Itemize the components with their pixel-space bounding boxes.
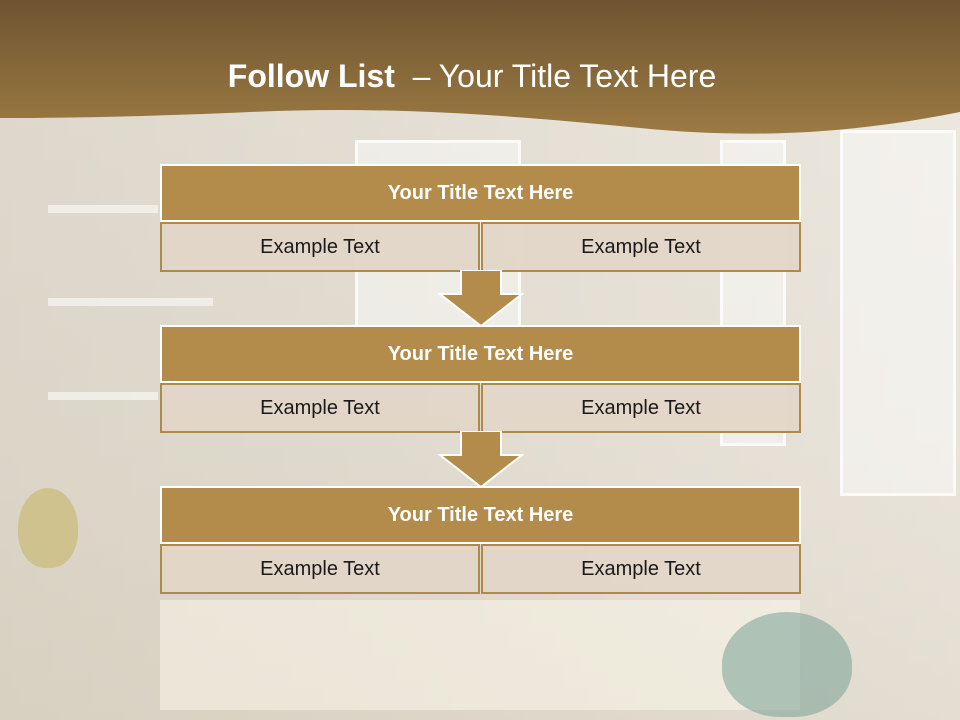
flow-block-title: Your Title Text Here: [160, 325, 801, 383]
slide-title-rest: – Your Title Text Here: [394, 58, 717, 94]
flow-block-cell-left: Example Text: [160, 383, 480, 433]
flow-block-cell-right: Example Text: [481, 383, 801, 433]
flow-block-1: Your Title Text Here Example Text Exampl…: [160, 164, 801, 272]
flow-block-cell-right: Example Text: [481, 222, 801, 272]
window-right: [840, 130, 956, 496]
down-arrow-icon: [438, 270, 524, 328]
slide-title-bold: Follow List: [227, 58, 395, 94]
wall-shelf-middle: [48, 298, 213, 306]
flow-block-2: Your Title Text Here Example Text Exampl…: [160, 325, 801, 433]
flow-block-3: Your Title Text Here Example Text Exampl…: [160, 486, 801, 594]
yellow-vase: [18, 488, 78, 568]
floor-sunlight: [160, 600, 800, 710]
flow-block-cell-left: Example Text: [160, 222, 480, 272]
slide-title: Follow List – Your Title Text Here: [0, 54, 944, 98]
flow-block-cell-left: Example Text: [160, 544, 480, 594]
flow-block-title: Your Title Text Here: [160, 164, 801, 222]
header-band: [0, 0, 960, 134]
down-arrow-icon: [438, 431, 524, 489]
flow-block-title: Your Title Text Here: [160, 486, 801, 544]
flow-block-cell-right: Example Text: [481, 544, 801, 594]
wall-shelf-bottom: [48, 392, 158, 400]
teal-vase: [722, 612, 852, 717]
wall-shelf-top: [48, 205, 158, 213]
